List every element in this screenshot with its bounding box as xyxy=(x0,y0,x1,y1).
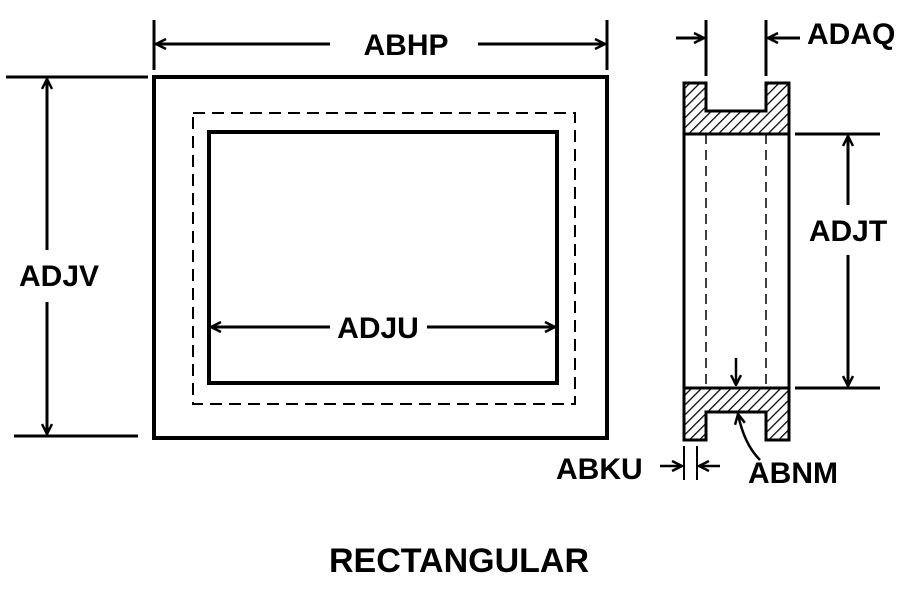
side-section-view xyxy=(682,81,791,442)
dimension-adjv: ADJV xyxy=(6,75,148,438)
label-adjt: ADJT xyxy=(809,215,887,248)
label-adaq: ADAQ xyxy=(807,18,895,51)
dimension-adjt: ADJT xyxy=(795,132,887,390)
top-channel-section xyxy=(682,81,791,136)
dimension-adju: ADJU xyxy=(211,312,555,345)
label-abnm: ABNM xyxy=(748,457,838,490)
label-abku: ABKU xyxy=(556,453,643,486)
hidden-channel-outline xyxy=(192,112,576,405)
dimension-adaq: ADAQ xyxy=(676,18,895,76)
dimension-abnm: ABNM xyxy=(736,358,838,490)
inner-opening xyxy=(207,130,559,385)
label-abhp: ABHP xyxy=(363,29,448,62)
label-adju: ADJU xyxy=(337,312,419,345)
dimension-abku: ABKU xyxy=(556,446,720,486)
caption-title: RECTANGULAR xyxy=(329,542,589,580)
front-view xyxy=(152,75,609,440)
dimension-abhp: ABHP xyxy=(152,20,609,70)
outer-frame xyxy=(152,75,609,440)
bottom-channel-section xyxy=(682,386,791,442)
label-adjv: ADJV xyxy=(19,260,99,293)
